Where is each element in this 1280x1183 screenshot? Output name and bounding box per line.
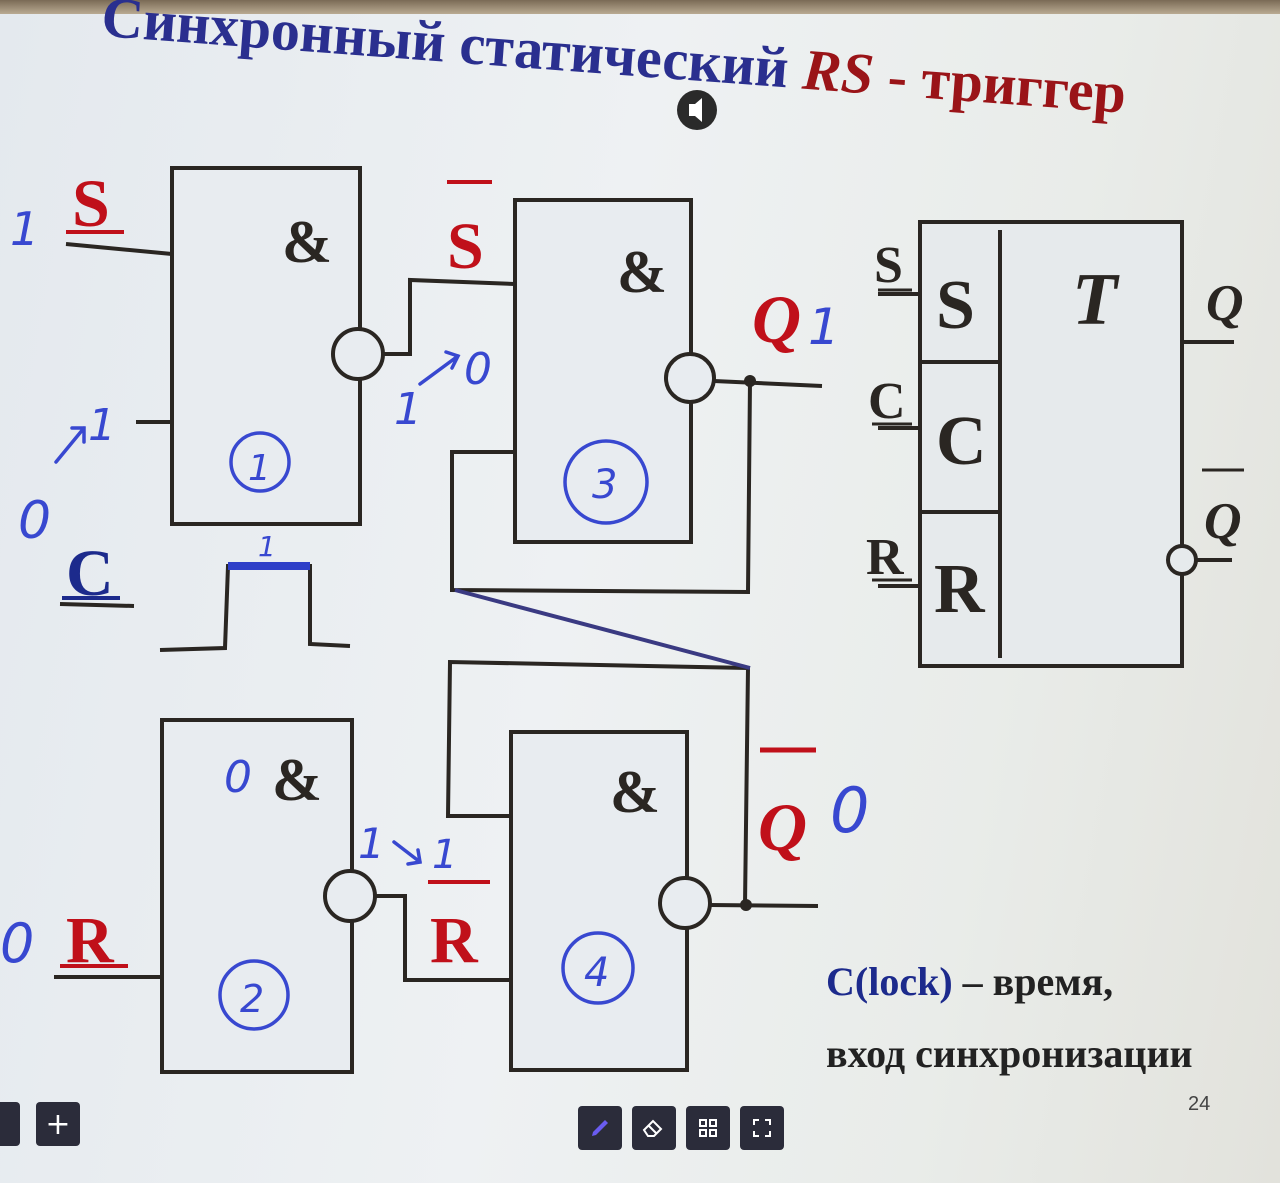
output-qbar-label: Q <box>758 789 807 865</box>
caption-line-1-rest: – время, <box>952 959 1114 1004</box>
c-transition-note: 1 <box>88 400 116 451</box>
s-value-note: 1 <box>10 202 39 256</box>
wires <box>54 242 823 982</box>
eraser-icon <box>642 1119 663 1137</box>
caption-clock: C(lock) <box>826 959 953 1004</box>
gate-3 <box>513 198 693 544</box>
caption-line-2: вход синхронизации <box>826 1031 1193 1076</box>
slide-title: Синхронный статический RS - триггер <box>99 0 1128 126</box>
projector-frame <box>0 0 1280 14</box>
c-arrow <box>54 426 86 464</box>
gate-2-number-circle <box>218 959 290 1031</box>
gate-4-inverter <box>658 876 712 930</box>
gate-4-number-circle <box>561 931 635 1005</box>
gate-4-number: 4 <box>584 950 609 996</box>
speaker-glyph <box>689 98 702 122</box>
output-q-label: Q <box>752 281 801 357</box>
gate-2-in-note: 0 <box>224 752 252 803</box>
caption-line-1: C(lock) – время, <box>826 946 1266 1018</box>
gate-3-symbol: & <box>617 239 667 305</box>
fullscreen-icon <box>753 1119 771 1137</box>
symbol-cell-s: S <box>936 267 975 344</box>
gate-4-symbol: & <box>610 759 660 825</box>
gate-2-arrow <box>392 840 423 866</box>
grid-icon <box>699 1119 717 1137</box>
gate-3-inverter <box>664 352 716 404</box>
qbar-junction <box>740 899 752 911</box>
gate-1-arrow <box>418 350 461 386</box>
gate-2-out-note: 1 <box>358 819 385 868</box>
rs-trigger-symbol <box>878 220 1234 668</box>
gate-1-out-note: 1 <box>394 384 422 435</box>
input-s-label: S <box>72 165 110 241</box>
handwritten-annotations <box>54 350 649 1031</box>
symbol-output-q: Q <box>1206 275 1244 332</box>
page-number: 24 <box>1188 1093 1211 1115</box>
prev-edge-button[interactable] <box>0 1102 20 1146</box>
grid-button[interactable] <box>686 1106 730 1150</box>
s-bar-label: S <box>447 210 484 283</box>
gate-1-inverter <box>331 327 385 381</box>
pen-button[interactable] <box>578 1106 622 1150</box>
r-bar-label: R <box>430 904 479 977</box>
gate-1 <box>170 166 362 526</box>
r-value-note: 0 <box>0 912 34 975</box>
pulse-label-note: 1 <box>258 530 276 563</box>
eraser-button[interactable] <box>632 1106 676 1150</box>
symbol-input-c: C <box>868 373 906 430</box>
gate-1-number-circle <box>229 431 291 493</box>
fullscreen-button[interactable] <box>740 1106 784 1150</box>
gate-2-number: 2 <box>240 977 264 1021</box>
gate-2-inverter <box>323 869 377 923</box>
q-value-note: 1 <box>808 298 840 356</box>
gate-2 <box>160 718 354 1074</box>
gate-1-symbol: & <box>282 209 332 275</box>
symbol-input-r: R <box>866 529 905 586</box>
symbol-cell-r: R <box>934 551 986 628</box>
q-junction <box>744 375 756 387</box>
gate-1-out-new-note: 0 <box>464 344 492 395</box>
pen-icon <box>592 1120 608 1136</box>
gate-1-number: 1 <box>248 448 271 489</box>
add-button[interactable]: + <box>36 1102 80 1146</box>
qbar-value-note: 0 <box>830 774 869 847</box>
gate-2-out-new-note: 1 <box>432 832 457 878</box>
symbol-input-s: S <box>874 237 903 294</box>
caption: C(lock) – время, вход синхронизации <box>826 946 1266 1090</box>
symbol-name: T <box>1072 259 1120 341</box>
gate-3-number-circle <box>563 439 649 525</box>
gate-2-symbol: & <box>272 747 322 813</box>
symbol-cell-c: C <box>936 403 987 480</box>
symbol-output-qbar: Q <box>1204 493 1242 550</box>
clock-pulse <box>159 564 351 652</box>
gate-3-number: 3 <box>592 462 617 508</box>
c-value-note: 0 <box>18 491 51 551</box>
